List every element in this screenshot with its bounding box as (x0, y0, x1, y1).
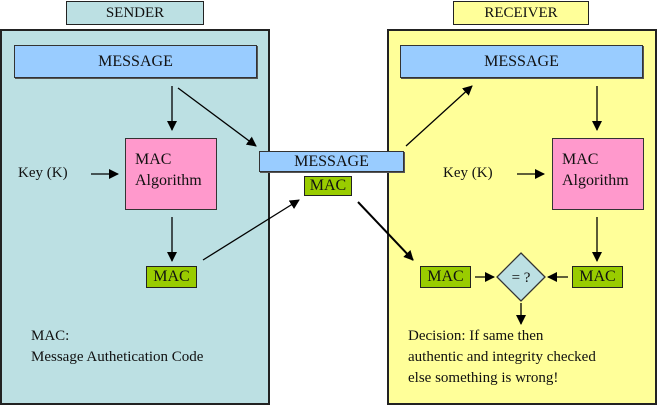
transit-message-box: MESSAGE (259, 151, 404, 172)
sender-mac-algorithm-box: MAC Algorithm (125, 138, 217, 210)
receiver-mac-algorithm-box: MAC Algorithm (552, 138, 644, 210)
decision-line2: authentic and integrity checked (408, 349, 596, 365)
arrow-sender-mac-to-transit (202, 199, 300, 261)
receiver-algorithm-line1: MAC (562, 151, 599, 168)
receiver-received-mac-box: MAC (420, 266, 471, 288)
sender-key-label: Key (K) (18, 165, 68, 181)
receiver-key-label: Key (K) (443, 165, 493, 181)
sender-title: SENDER (66, 1, 204, 25)
receiver-panel (387, 29, 657, 405)
arrow-transit-mac-to-receiver-mac (357, 201, 414, 261)
receiver-decision: Decision: If same then authentic and int… (408, 326, 596, 389)
sender-algorithm-line2: Algorithm (135, 172, 202, 189)
receiver-message-box: MESSAGE (400, 45, 643, 78)
arrow-sender-message-to-transit (177, 87, 257, 147)
sender-note-line1: MAC: (31, 328, 70, 344)
compare-diamond (496, 252, 546, 302)
receiver-algorithm-line2: Algorithm (562, 172, 629, 189)
arrow-transit-to-receiver-message (405, 85, 473, 147)
compare-label: = ? (512, 270, 531, 286)
sender-note: MAC: Message Authetication Code (31, 326, 203, 368)
sender-note-line2: Message Authetication Code (31, 349, 204, 365)
sender-panel (0, 29, 270, 405)
receiver-computed-mac-box: MAC (572, 266, 623, 288)
decision-line1: Decision: If same then (408, 328, 544, 344)
sender-message-box: MESSAGE (14, 45, 257, 78)
sender-mac-box: MAC (146, 266, 197, 288)
receiver-title: RECEIVER (453, 1, 589, 25)
sender-algorithm-line1: MAC (135, 151, 172, 168)
decision-line3: else something is wrong! (408, 370, 559, 386)
transit-mac-box: MAC (304, 176, 352, 196)
